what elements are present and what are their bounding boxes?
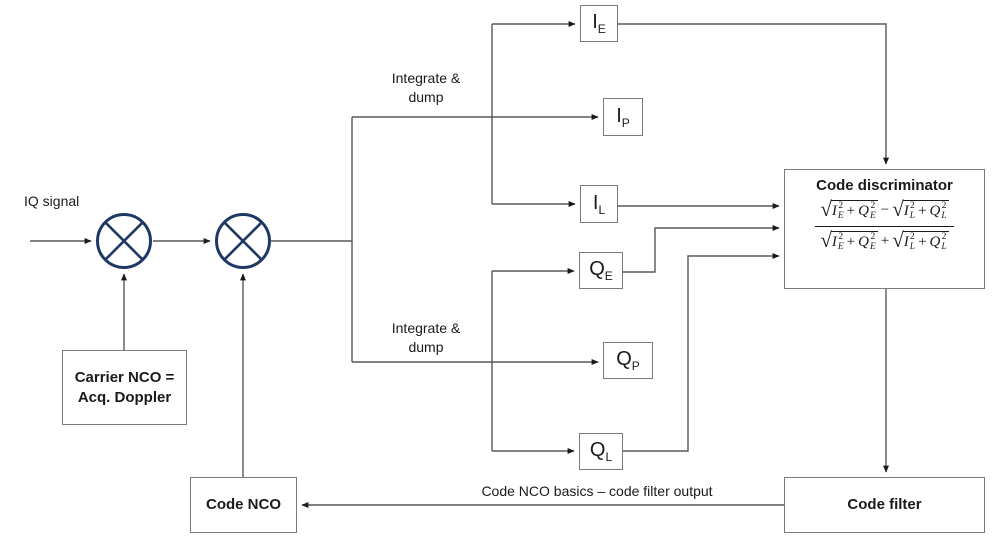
integrate-dump-line2: dump (408, 89, 444, 105)
symbol-subscript: E (604, 269, 613, 283)
correlator-box-il: IL (580, 185, 618, 223)
correlator-label-ie: IE (592, 12, 606, 35)
symbol-base: Q (589, 258, 605, 280)
symbol-base: I (592, 191, 599, 214)
wire-ie-to-discriminator (618, 23, 889, 165)
integrate-dump-line1: Integrate & (391, 70, 461, 86)
multiplier-icon (215, 213, 271, 269)
code-nco-box: Code NCO (190, 477, 297, 533)
symbol-subscript: L (598, 202, 606, 217)
symbol-subscript: P (631, 359, 640, 373)
correlator-label-qp: QP (616, 349, 640, 372)
symbol-base: I (616, 104, 622, 127)
correlator-box-qe: QE (579, 252, 623, 289)
symbol-base: Q (616, 348, 632, 370)
code-discriminator-title: Code discriminator (816, 177, 953, 194)
feedback-label: Code NCO basics – code filter output (481, 483, 713, 499)
integrate-dump-label-upper: Integrate & dump (376, 69, 476, 107)
carrier-nco-box: Carrier NCO = Acq. Doppler (62, 350, 187, 425)
wire-qe-to-discriminator (623, 225, 780, 273)
correlator-box-ie: IE (580, 5, 618, 42)
code-nco-label: Code NCO (206, 496, 281, 513)
multiply-x-icon (223, 221, 263, 261)
integrate-dump-label-lower: Integrate & dump (376, 319, 476, 357)
correlator-label-qe: QE (589, 259, 613, 282)
code-filter-box: Code filter (784, 477, 985, 533)
correlator-label-ip: IP (616, 106, 630, 129)
carrier-nco-line1: Carrier NCO = (74, 368, 175, 386)
correlator-label-ql: QL (590, 440, 612, 463)
multiplier-icon (96, 213, 152, 269)
symbol-base: Q (589, 439, 606, 461)
symbol-subscript: L (605, 450, 613, 464)
correlator-label-il: IL (593, 193, 605, 216)
integrate-dump-line1: Integrate & (391, 320, 461, 336)
multiply-x-icon (104, 221, 144, 261)
carrier-nco-label: Carrier NCO = Acq. Doppler (75, 368, 175, 408)
iq-signal-label: IQ signal (24, 193, 80, 209)
carrier-nco-line2: Acq. Doppler (77, 388, 172, 406)
symbol-subscript: P (621, 115, 630, 130)
symbol-subscript: E (597, 22, 606, 36)
code-filter-label: Code filter (847, 496, 922, 513)
correlator-box-ql: QL (579, 433, 623, 470)
integrate-dump-line2: dump (408, 339, 444, 355)
correlator-box-qp: QP (603, 342, 653, 379)
correlator-box-ip: IP (603, 98, 643, 136)
symbol-base: I (592, 11, 598, 33)
